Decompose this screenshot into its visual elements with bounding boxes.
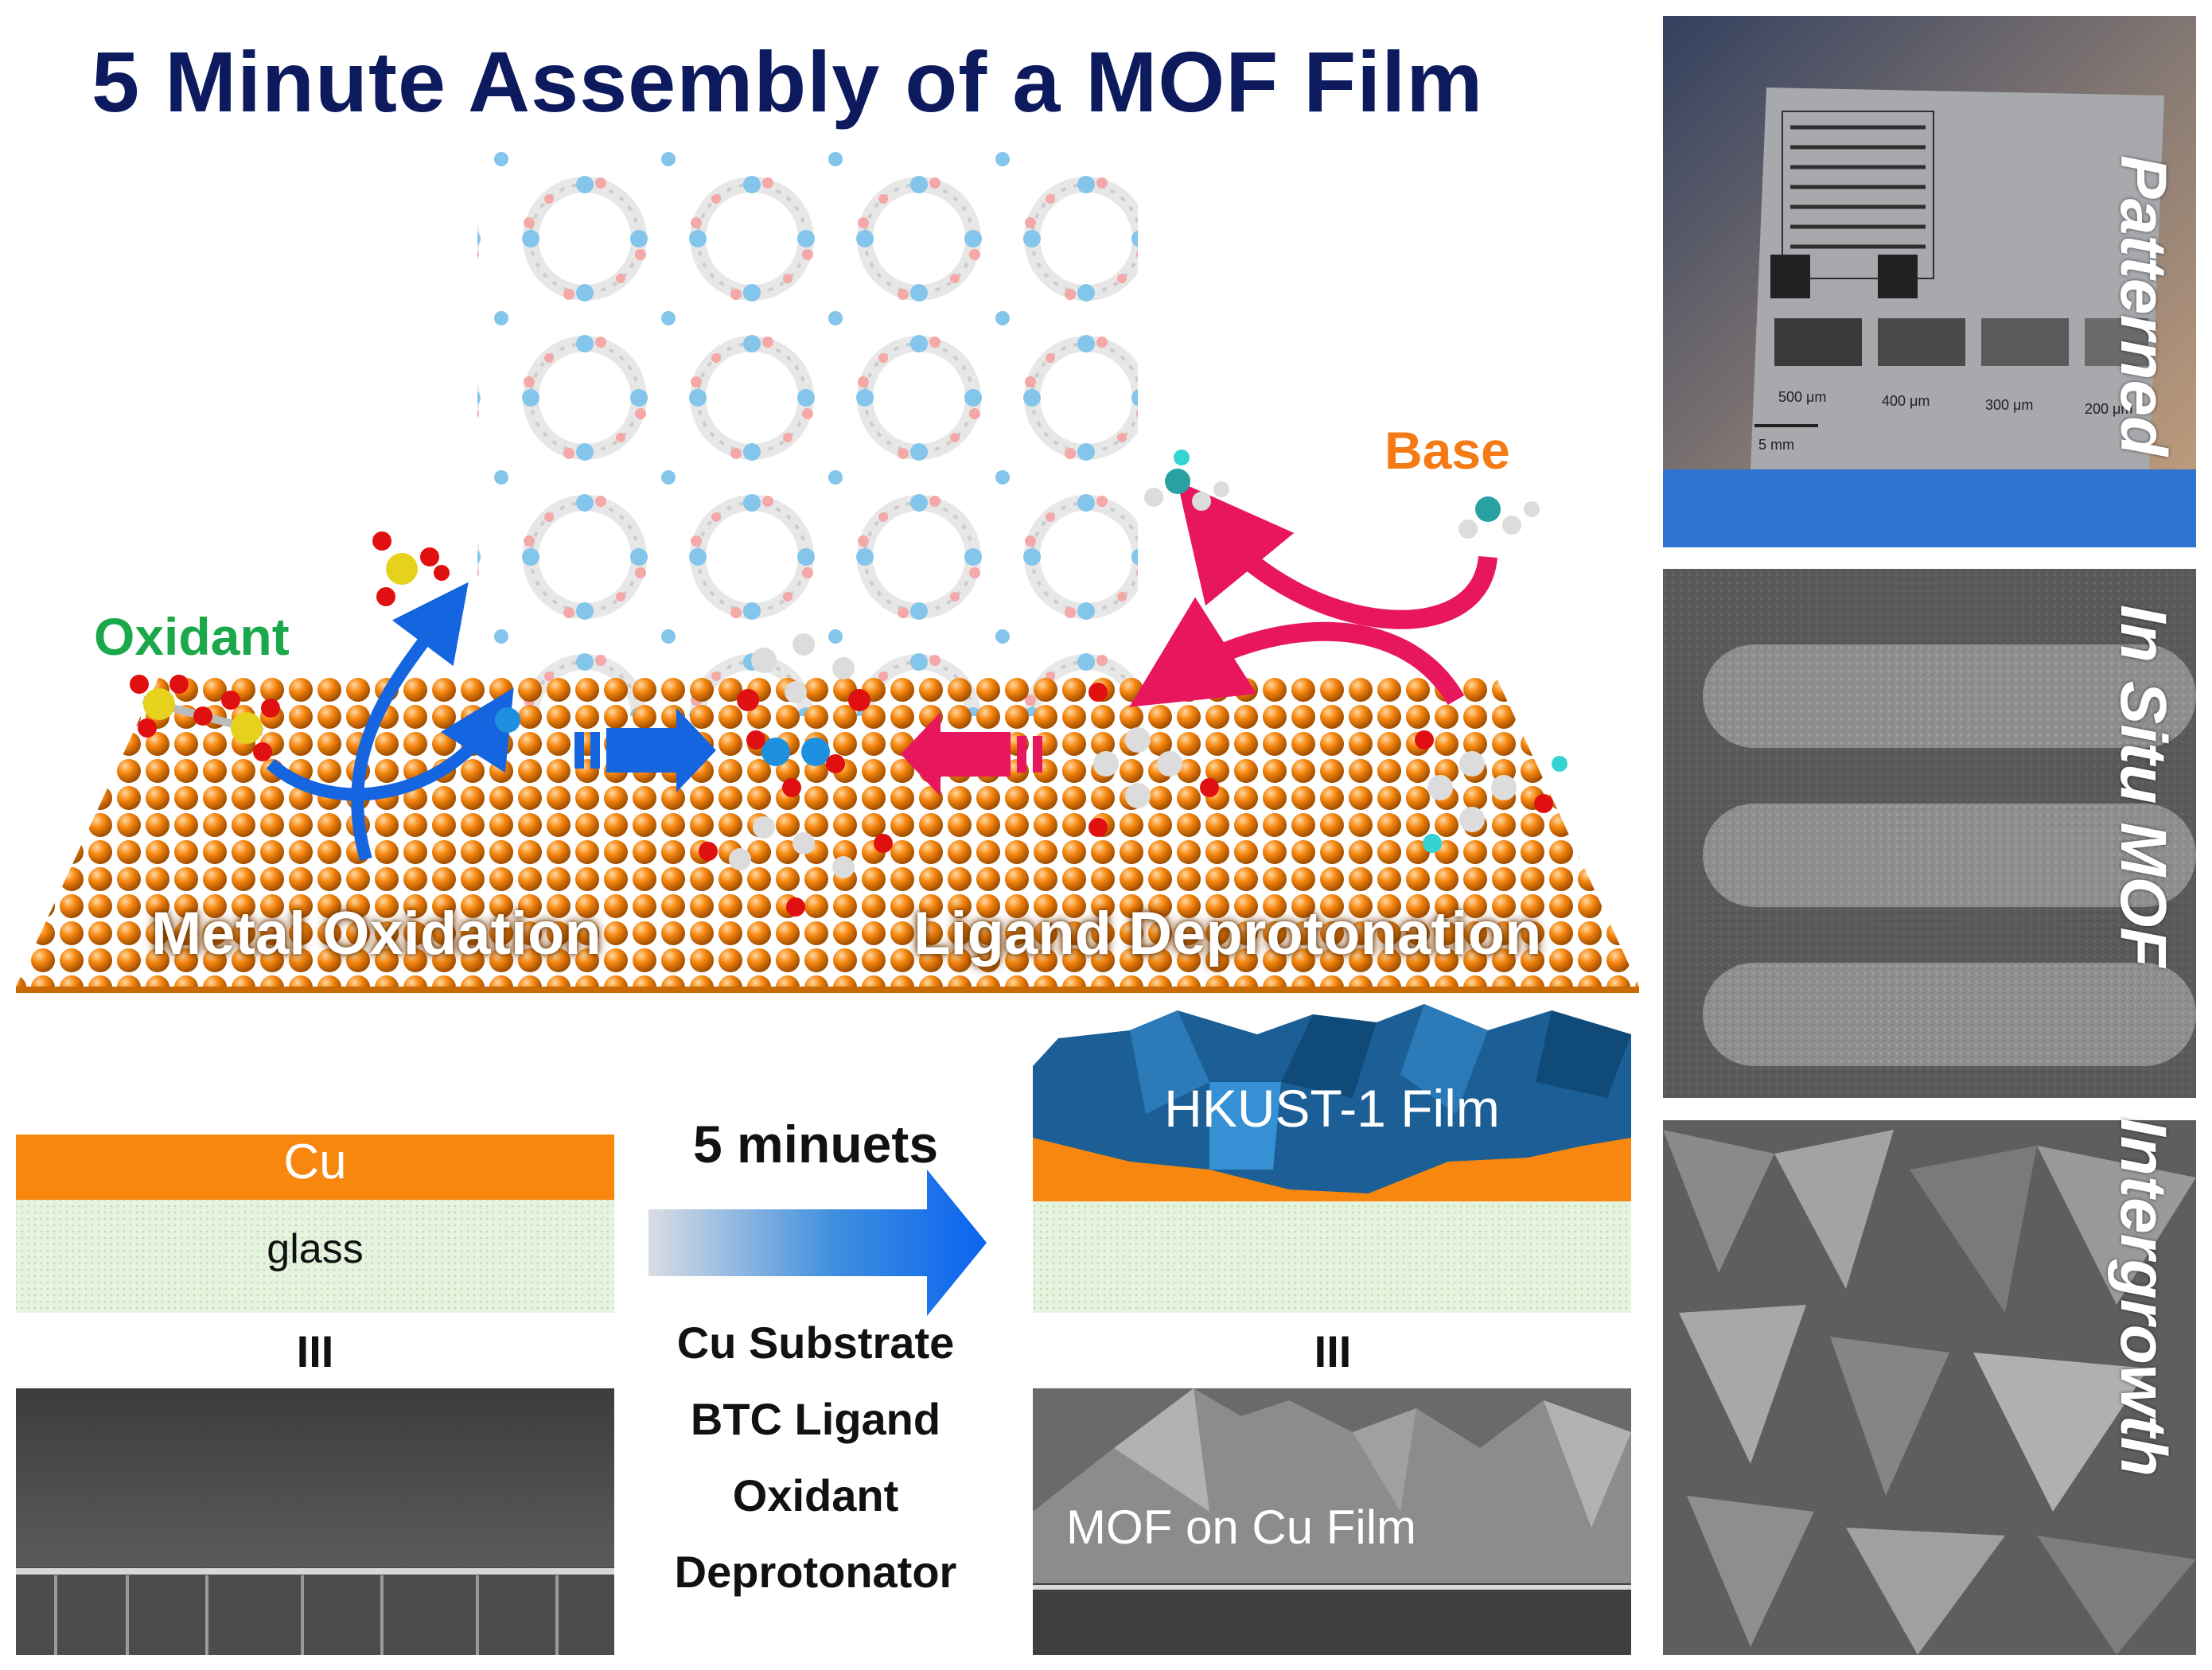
- hkust-film-stack: [1033, 1004, 1631, 1313]
- pattern-label-200: 200 μm: [2085, 401, 2132, 417]
- component-btc-ligand: BTC Ligand: [690, 1394, 941, 1444]
- separator-left: III: [296, 1326, 334, 1376]
- btc-ligands: [1088, 683, 1567, 853]
- oxidant-molecule: [130, 675, 280, 761]
- base-molecules: [1144, 450, 1540, 539]
- time-arrow: [648, 1170, 987, 1316]
- pattern-label-300: 300 μm: [1985, 397, 2033, 413]
- ligand-deprotonation-label: Ligand Deprotonation: [913, 900, 1542, 967]
- metal-oxidation-label: Metal Oxidation: [151, 900, 602, 967]
- hkust-film-label: HKUST-1 Film: [1164, 1079, 1500, 1138]
- mof-framework: [477, 143, 1138, 716]
- glass-layer-label: glass: [267, 1226, 364, 1272]
- oxidation-arrows: [266, 582, 716, 862]
- oxidant-label: Oxidant: [94, 607, 290, 666]
- reaction-time-label: 5 minuets: [692, 1115, 939, 1174]
- components-list: Cu Substrate BTC Ligand Oxidant Deproton…: [629, 1305, 1003, 1610]
- copper-surface: [16, 676, 1639, 993]
- in-situ-mof-label: In Situ MOF: [2107, 605, 2179, 967]
- sem-cross-section-mof: [1033, 1388, 1631, 1655]
- pattern-label-400: 400 μm: [1882, 393, 1930, 409]
- component-oxidant: Oxidant: [732, 1470, 899, 1520]
- base-label: Base: [1384, 421, 1510, 480]
- separator-right: III: [1314, 1326, 1352, 1376]
- pattern-label-500: 500 μm: [1778, 389, 1826, 405]
- intergrowth-sem-panel: [1663, 1120, 2196, 1655]
- cu-layer-label: Cu: [283, 1135, 347, 1189]
- cu-glass-substrate: [16, 1135, 614, 1313]
- intergrowth-label: Intergrowth: [2107, 1118, 2179, 1477]
- sulfate-molecule: [372, 531, 450, 606]
- scale-bar-label: 5 mm: [1758, 437, 1794, 453]
- component-cu-substrate: Cu Substrate: [676, 1318, 955, 1368]
- in-situ-sem-panel: [1663, 569, 2196, 1098]
- page-title: 5 Minute Assembly of a MOF Film: [92, 33, 1484, 130]
- sem-cross-section-cu: [16, 1388, 614, 1655]
- patterned-label: Patterned: [2107, 155, 2179, 457]
- patterned-photo-panel: 500 μm 400 μm 300 μm 200 μm 5 mm: [1663, 16, 2196, 547]
- copper-paddlewheel: [699, 633, 893, 917]
- mof-sem-caption: MOF on Cu Film: [1066, 1501, 1417, 1554]
- component-deprotonator: Deprotonator: [674, 1547, 957, 1597]
- deprotonation-arrows: [901, 481, 1497, 796]
